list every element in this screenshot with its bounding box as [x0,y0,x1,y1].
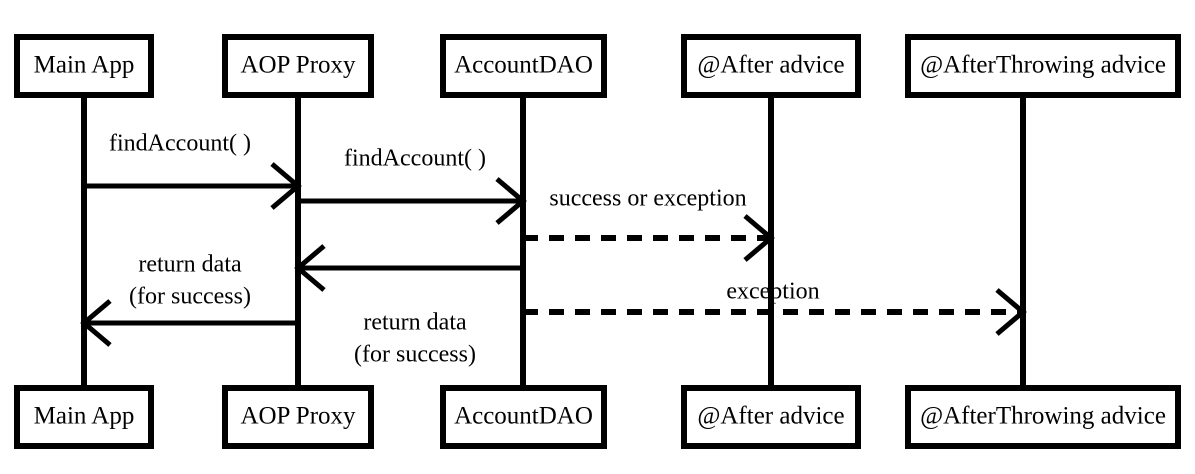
participant-box-top-aop-proxy: AOP Proxy [222,34,374,98]
participant-label-aop-proxy: AOP Proxy [240,52,356,79]
participant-box-bottom-after-advice: @After advice [681,385,861,449]
participant-label-after-advice: @After advice [697,52,844,79]
participant-box-top-after-advice: @After advice [681,34,861,98]
participant-box-top-afterthrowing-advice: @AfterThrowing advice [905,34,1181,98]
message-msg-success-or-exception [523,214,775,262]
participant-label-main-app: Main App [34,52,135,79]
participant-box-outline [681,385,861,449]
arrow-head-icon [294,244,326,292]
participant-box-outline [222,385,374,449]
participant-box-outline [222,34,374,98]
arrow-head-icon [495,177,527,225]
message-label-msg-return-data-dao-to-proxy: return data [363,310,467,336]
participant-label-aop-proxy: AOP Proxy [240,403,356,430]
message-label-msg-return-data-proxy-to-main: return data [138,252,242,278]
message-msg-find-account-2 [298,177,527,225]
message-label-msg-return-data-dao-to-proxy: (for success) [354,342,476,368]
participant-label-afterthrowing-advice: @AfterThrowing advice [920,403,1166,430]
participant-box-top-account-dao: AccountDAO [440,34,607,98]
participant-box-bottom-aop-proxy: AOP Proxy [222,385,374,449]
participant-box-outline [14,34,154,98]
participant-box-top-main-app: Main App [14,34,154,98]
arrow-head-icon [270,162,302,210]
message-labels-layer: findAccount( ) findAccount( ) success or e… [109,131,820,368]
lifelines-layer [81,95,1026,388]
message-label-msg-find-account-1: findAccount( ) [109,131,251,157]
participant-label-after-advice: @After advice [697,403,844,430]
arrow-head-icon [743,214,775,262]
participant-box-outline [14,385,154,449]
participant-box-outline [905,385,1181,449]
participant-box-bottom-main-app: Main App [14,385,154,449]
message-msg-find-account-1 [84,162,302,210]
message-msg-exception [523,288,1027,336]
participant-label-main-app: Main App [34,403,135,430]
participant-box-outline [440,385,607,449]
arrow-head-icon [995,288,1027,336]
message-msg-return-data-proxy-to-main [80,299,298,347]
arrow-head-icon [80,299,112,347]
message-label-msg-success-or-exception: success or exception [549,186,746,212]
messages-layer [80,162,1027,347]
participant-box-outline [681,34,861,98]
participant-label-account-dao: AccountDAO [454,403,593,430]
message-label-msg-return-data-proxy-to-main: (for success) [129,284,251,310]
message-label-msg-exception: exception [726,279,819,305]
participant-box-bottom-afterthrowing-advice: @AfterThrowing advice [905,385,1181,449]
message-label-msg-find-account-2: findAccount( ) [344,146,486,172]
participant-label-account-dao: AccountDAO [454,52,593,79]
message-msg-return-data-dao-to-proxy [294,244,523,292]
participant-box-bottom-account-dao: AccountDAO [440,385,607,449]
participant-box-outline [905,34,1181,98]
participant-label-afterthrowing-advice: @AfterThrowing advice [920,52,1166,79]
participant-box-outline [440,34,607,98]
